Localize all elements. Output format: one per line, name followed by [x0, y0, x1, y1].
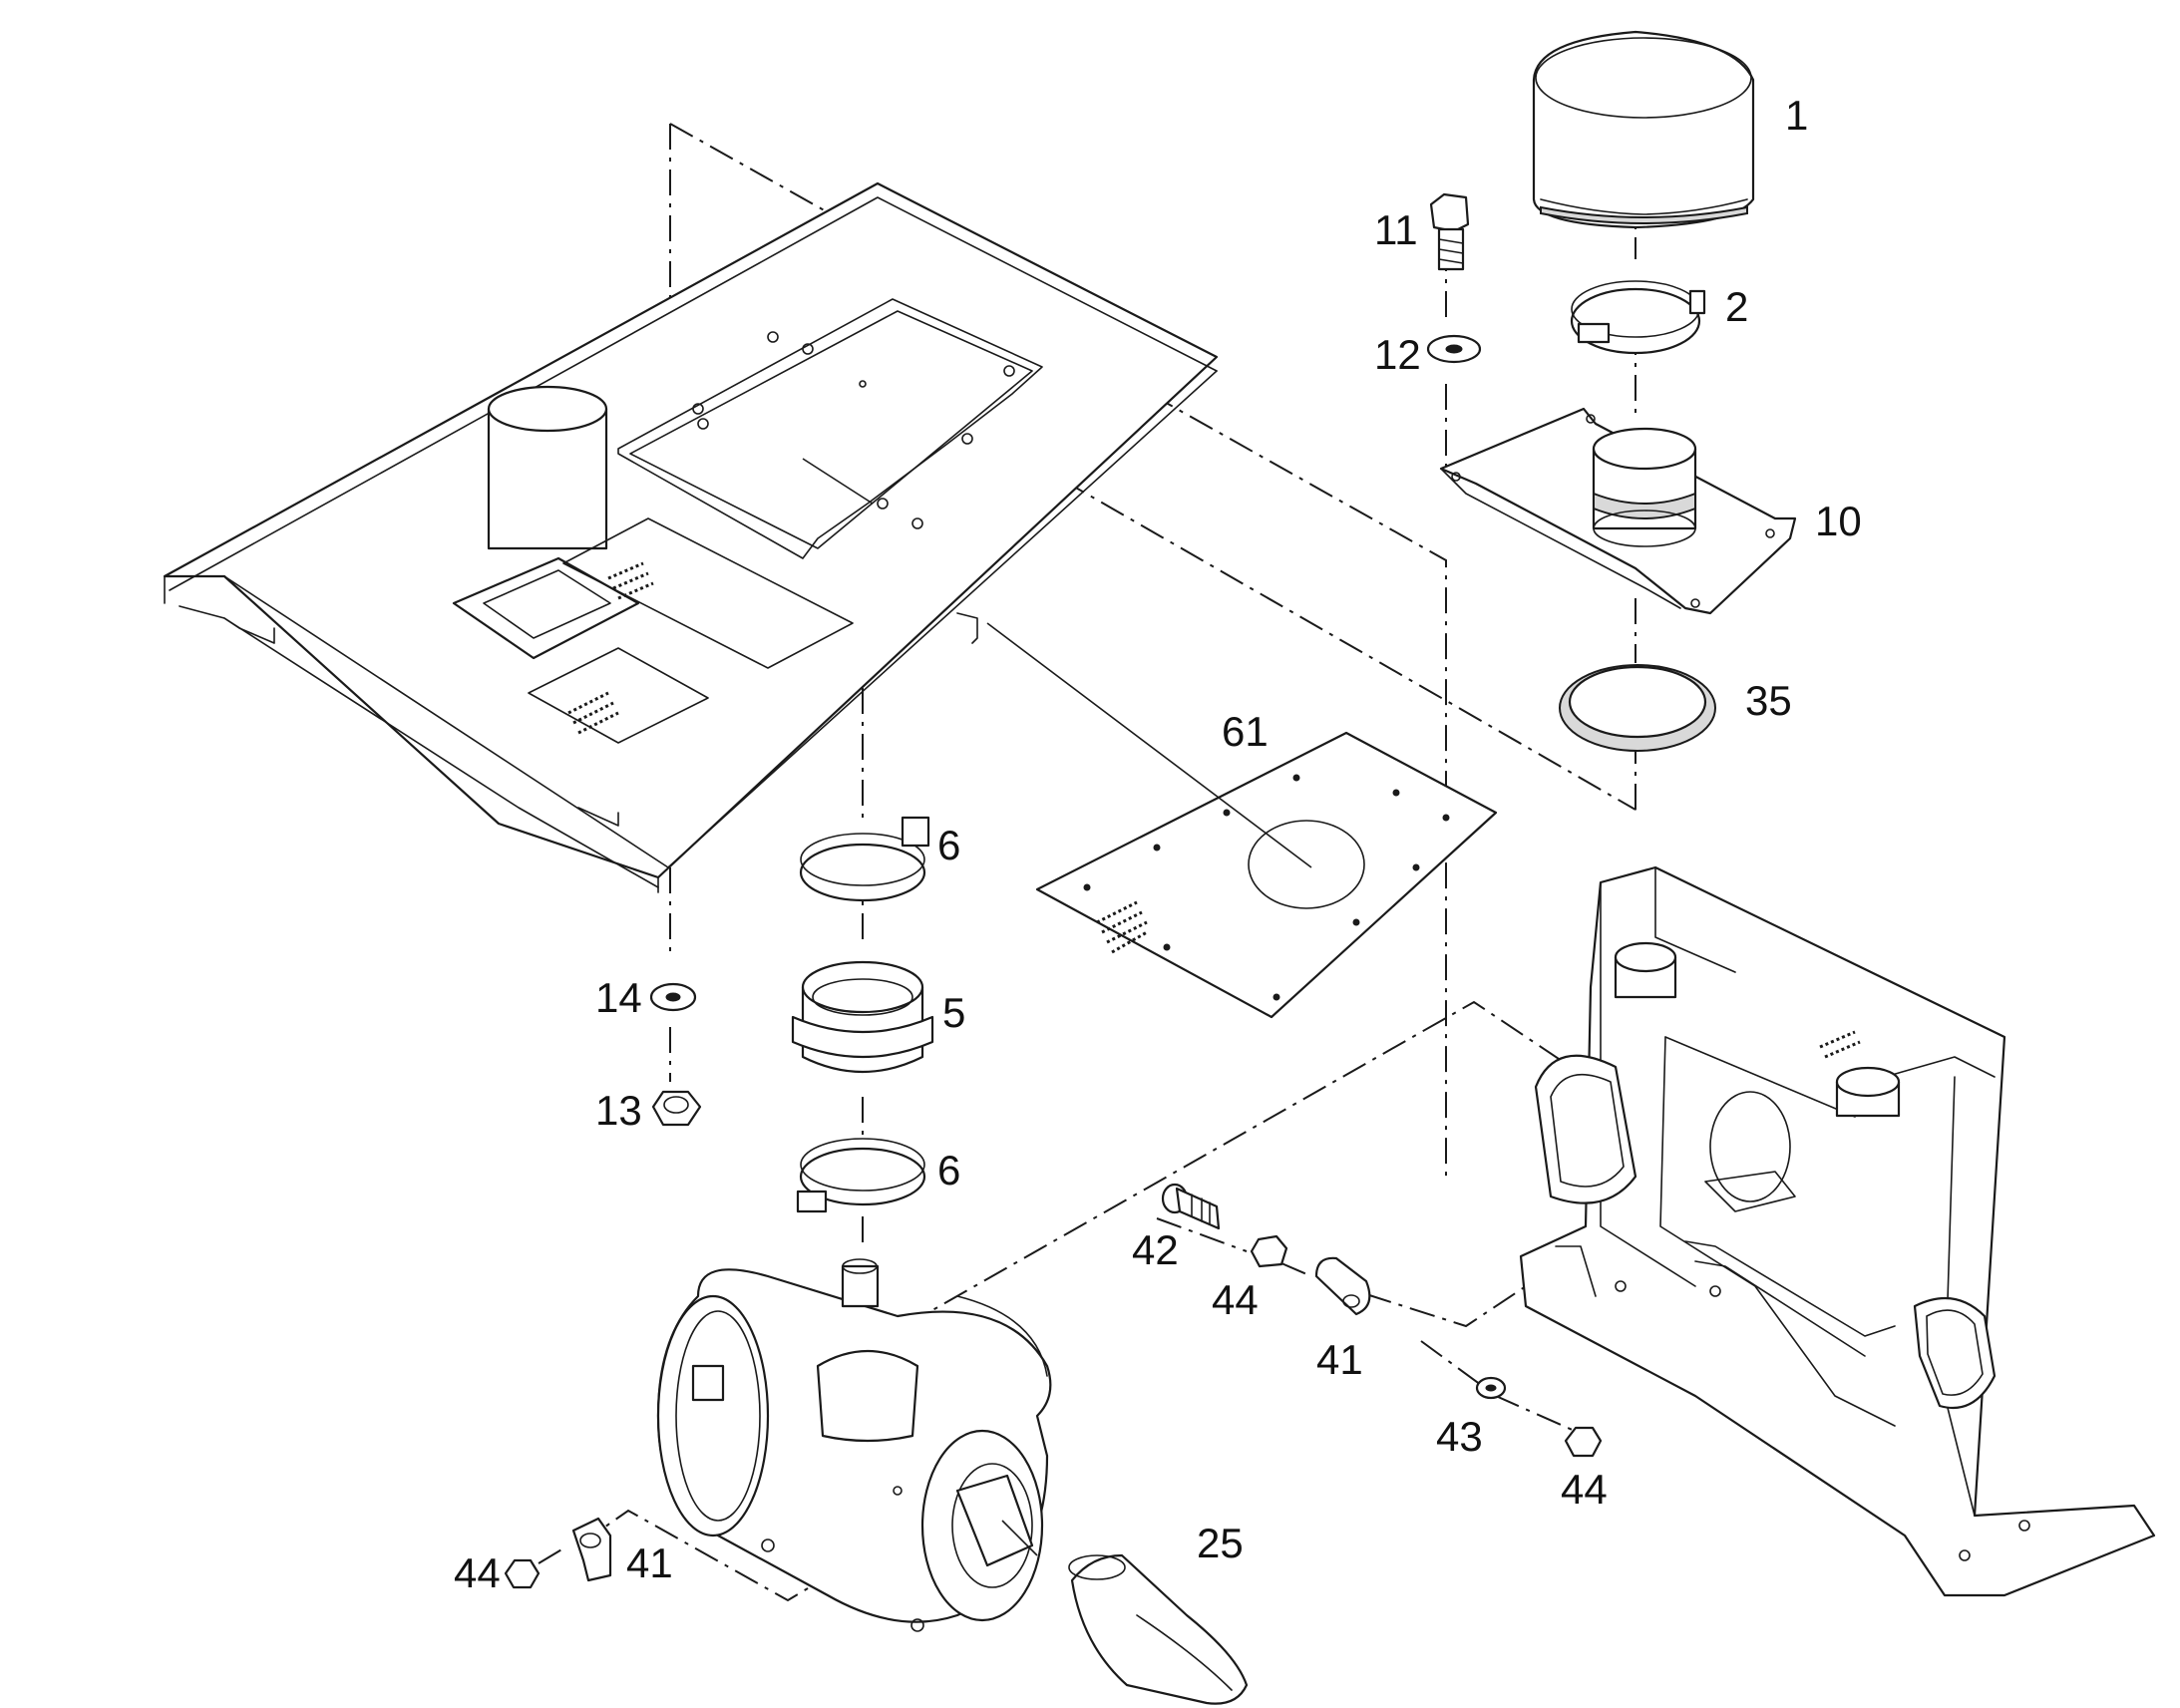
callout-2: 2	[1725, 283, 1748, 330]
callout-5: 5	[942, 989, 965, 1036]
callout-42: 42	[1132, 1226, 1179, 1273]
callout-6-upper: 6	[937, 822, 960, 868]
part-41-bracket-right	[1314, 1256, 1371, 1316]
frame-assembly	[1519, 865, 2156, 1597]
part-2-clamp	[1570, 280, 1706, 355]
callout-1: 1	[1785, 92, 1808, 139]
part-44-nut-left	[504, 1558, 541, 1589]
part-11-bolt	[1429, 192, 1470, 271]
callout-44-left: 44	[454, 1549, 501, 1596]
part-42-bolt	[1161, 1183, 1221, 1230]
part-6-clamp-lower	[796, 1138, 926, 1213]
callout-43: 43	[1436, 1413, 1483, 1460]
callout-12: 12	[1374, 331, 1421, 378]
callout-25: 25	[1197, 1520, 1244, 1566]
part-41-bracket-left	[571, 1517, 612, 1582]
callout-10: 10	[1815, 498, 1862, 544]
part-44-nut-upper	[1250, 1234, 1288, 1268]
part-14-washer	[649, 982, 697, 1012]
callout-11: 11	[1374, 206, 1418, 253]
callout-41-left: 41	[626, 1539, 673, 1586]
callout-44-right: 44	[1561, 1466, 1608, 1513]
part-43-washer	[1475, 1376, 1507, 1400]
part-13-nut	[651, 1090, 702, 1127]
callout-labels: 1 2 11 12 10 35 61 6 5 6 14 13 42 44 41 …	[454, 92, 1862, 1596]
part-35-seal-ring	[1559, 664, 1716, 752]
callout-13: 13	[595, 1087, 642, 1134]
part-6-clamp-upper	[799, 816, 930, 902]
callout-6-lower: 6	[937, 1147, 960, 1194]
air-cleaner-housing	[656, 1258, 1052, 1632]
part-44-nut-right	[1564, 1426, 1603, 1458]
part-61-gasket-plate	[986, 622, 1498, 1019]
part-5-sleeve	[791, 960, 934, 1074]
part-25-hose	[1068, 1553, 1249, 1705]
part-10-mount-plate	[1439, 407, 1797, 615]
callout-44-upper: 44	[1212, 1276, 1259, 1323]
callout-61: 61	[1222, 708, 1269, 755]
callout-41-right: 41	[1316, 1336, 1363, 1383]
cover-plate	[163, 181, 1219, 893]
callout-35: 35	[1745, 677, 1792, 724]
part-12-washer	[1426, 334, 1482, 364]
part-1-filter-cap	[1532, 30, 1755, 229]
callout-14: 14	[595, 974, 642, 1021]
